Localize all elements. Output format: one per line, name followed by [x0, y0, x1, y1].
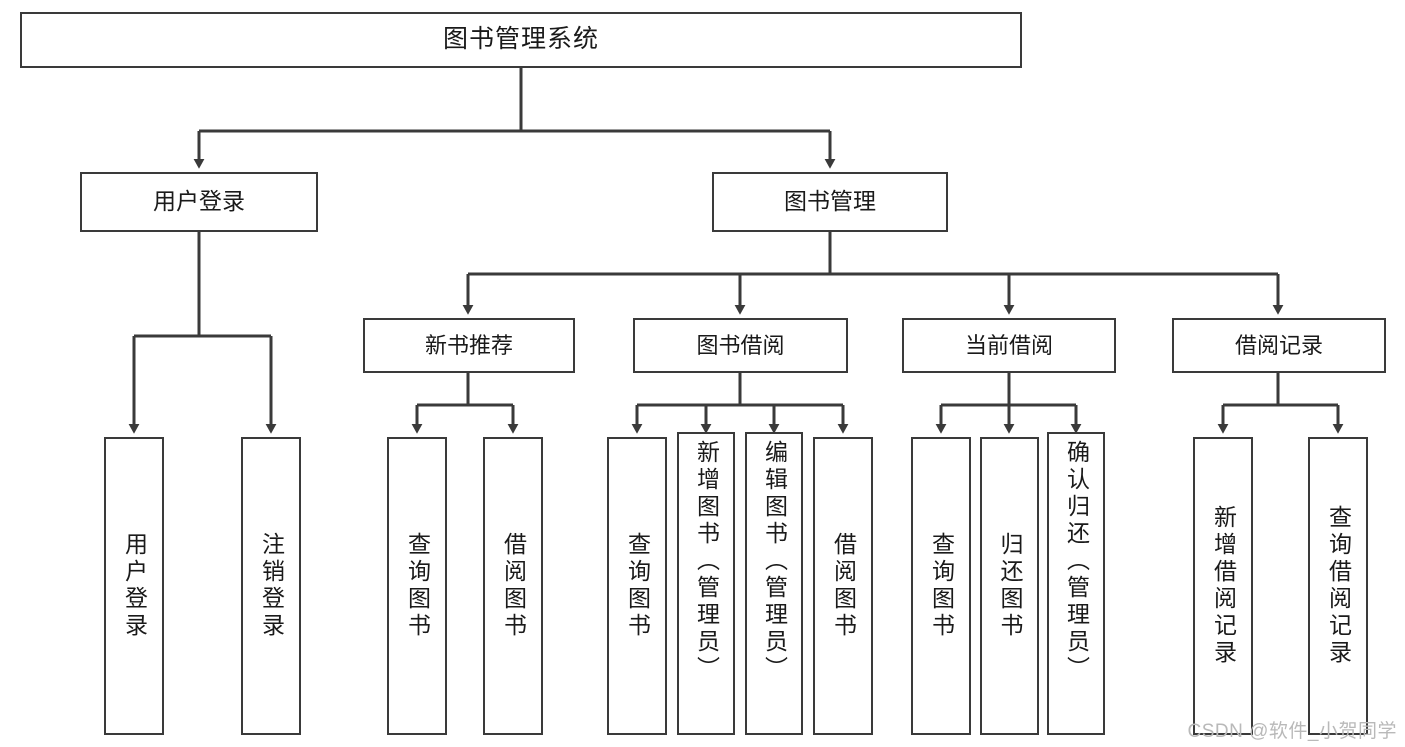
node-label: 新增借阅记录 [1210, 505, 1237, 667]
node-new-book-recommendation[interactable]: 新书推荐 [363, 318, 575, 373]
node-user-login[interactable]: 用户登录 [80, 172, 318, 232]
node-label: 当前借阅 [964, 332, 1053, 358]
leaf-return-book[interactable]: 归还图书 [980, 437, 1039, 735]
node-label: 借阅图书 [830, 532, 857, 640]
leaf-add-book-admin[interactable]: 新增图书（管理员） [677, 432, 735, 735]
node-book-management[interactable]: 图书管理 [712, 172, 948, 232]
node-label: 确认归还（管理员） [1063, 440, 1090, 683]
node-label: 归还图书 [997, 532, 1023, 640]
leaf-user-login[interactable]: 用户登录 [104, 437, 164, 735]
node-label: 查询图书 [404, 532, 431, 640]
node-label: 查询借阅记录 [1325, 505, 1352, 667]
leaf-query-book-new-rec[interactable]: 查询图书 [387, 437, 447, 735]
leaf-edit-book-admin[interactable]: 编辑图书（管理员） [745, 432, 803, 735]
node-label: 新增图书（管理员） [693, 440, 720, 683]
leaf-borrow-book[interactable]: 借阅图书 [813, 437, 873, 735]
node-label: 用户登录 [153, 188, 245, 215]
node-label: 借阅记录 [1234, 332, 1323, 358]
csdn-watermark: CSDN @软件_小贺同学 [1187, 721, 1397, 742]
node-label: 图书借阅 [696, 332, 785, 358]
node-current-borrowing[interactable]: 当前借阅 [902, 318, 1116, 373]
node-borrowing-record[interactable]: 借阅记录 [1172, 318, 1386, 373]
node-label: 图书管理 [784, 188, 876, 215]
node-label: 借阅图书 [500, 532, 527, 640]
node-book-borrowing[interactable]: 图书借阅 [633, 318, 848, 373]
leaf-confirm-return-admin[interactable]: 确认归还（管理员） [1047, 432, 1105, 735]
node-label: 用户登录 [121, 532, 148, 640]
node-label: 注销登录 [258, 532, 285, 640]
node-label: 编辑图书（管理员） [761, 440, 788, 683]
node-root-book-management-system[interactable]: 图书管理系统 [20, 12, 1022, 68]
leaf-borrow-book-new-rec[interactable]: 借阅图书 [483, 437, 543, 735]
leaf-query-book-borrow[interactable]: 查询图书 [607, 437, 667, 735]
leaf-add-borrow-record[interactable]: 新增借阅记录 [1193, 437, 1253, 735]
leaf-query-borrow-record[interactable]: 查询借阅记录 [1308, 437, 1368, 735]
node-label: 新书推荐 [424, 332, 513, 358]
leaf-query-book-current[interactable]: 查询图书 [911, 437, 971, 735]
node-label: 图书管理系统 [442, 25, 599, 54]
leaf-logout[interactable]: 注销登录 [241, 437, 301, 735]
node-label: 查询图书 [928, 532, 955, 640]
node-label: 查询图书 [624, 532, 651, 640]
